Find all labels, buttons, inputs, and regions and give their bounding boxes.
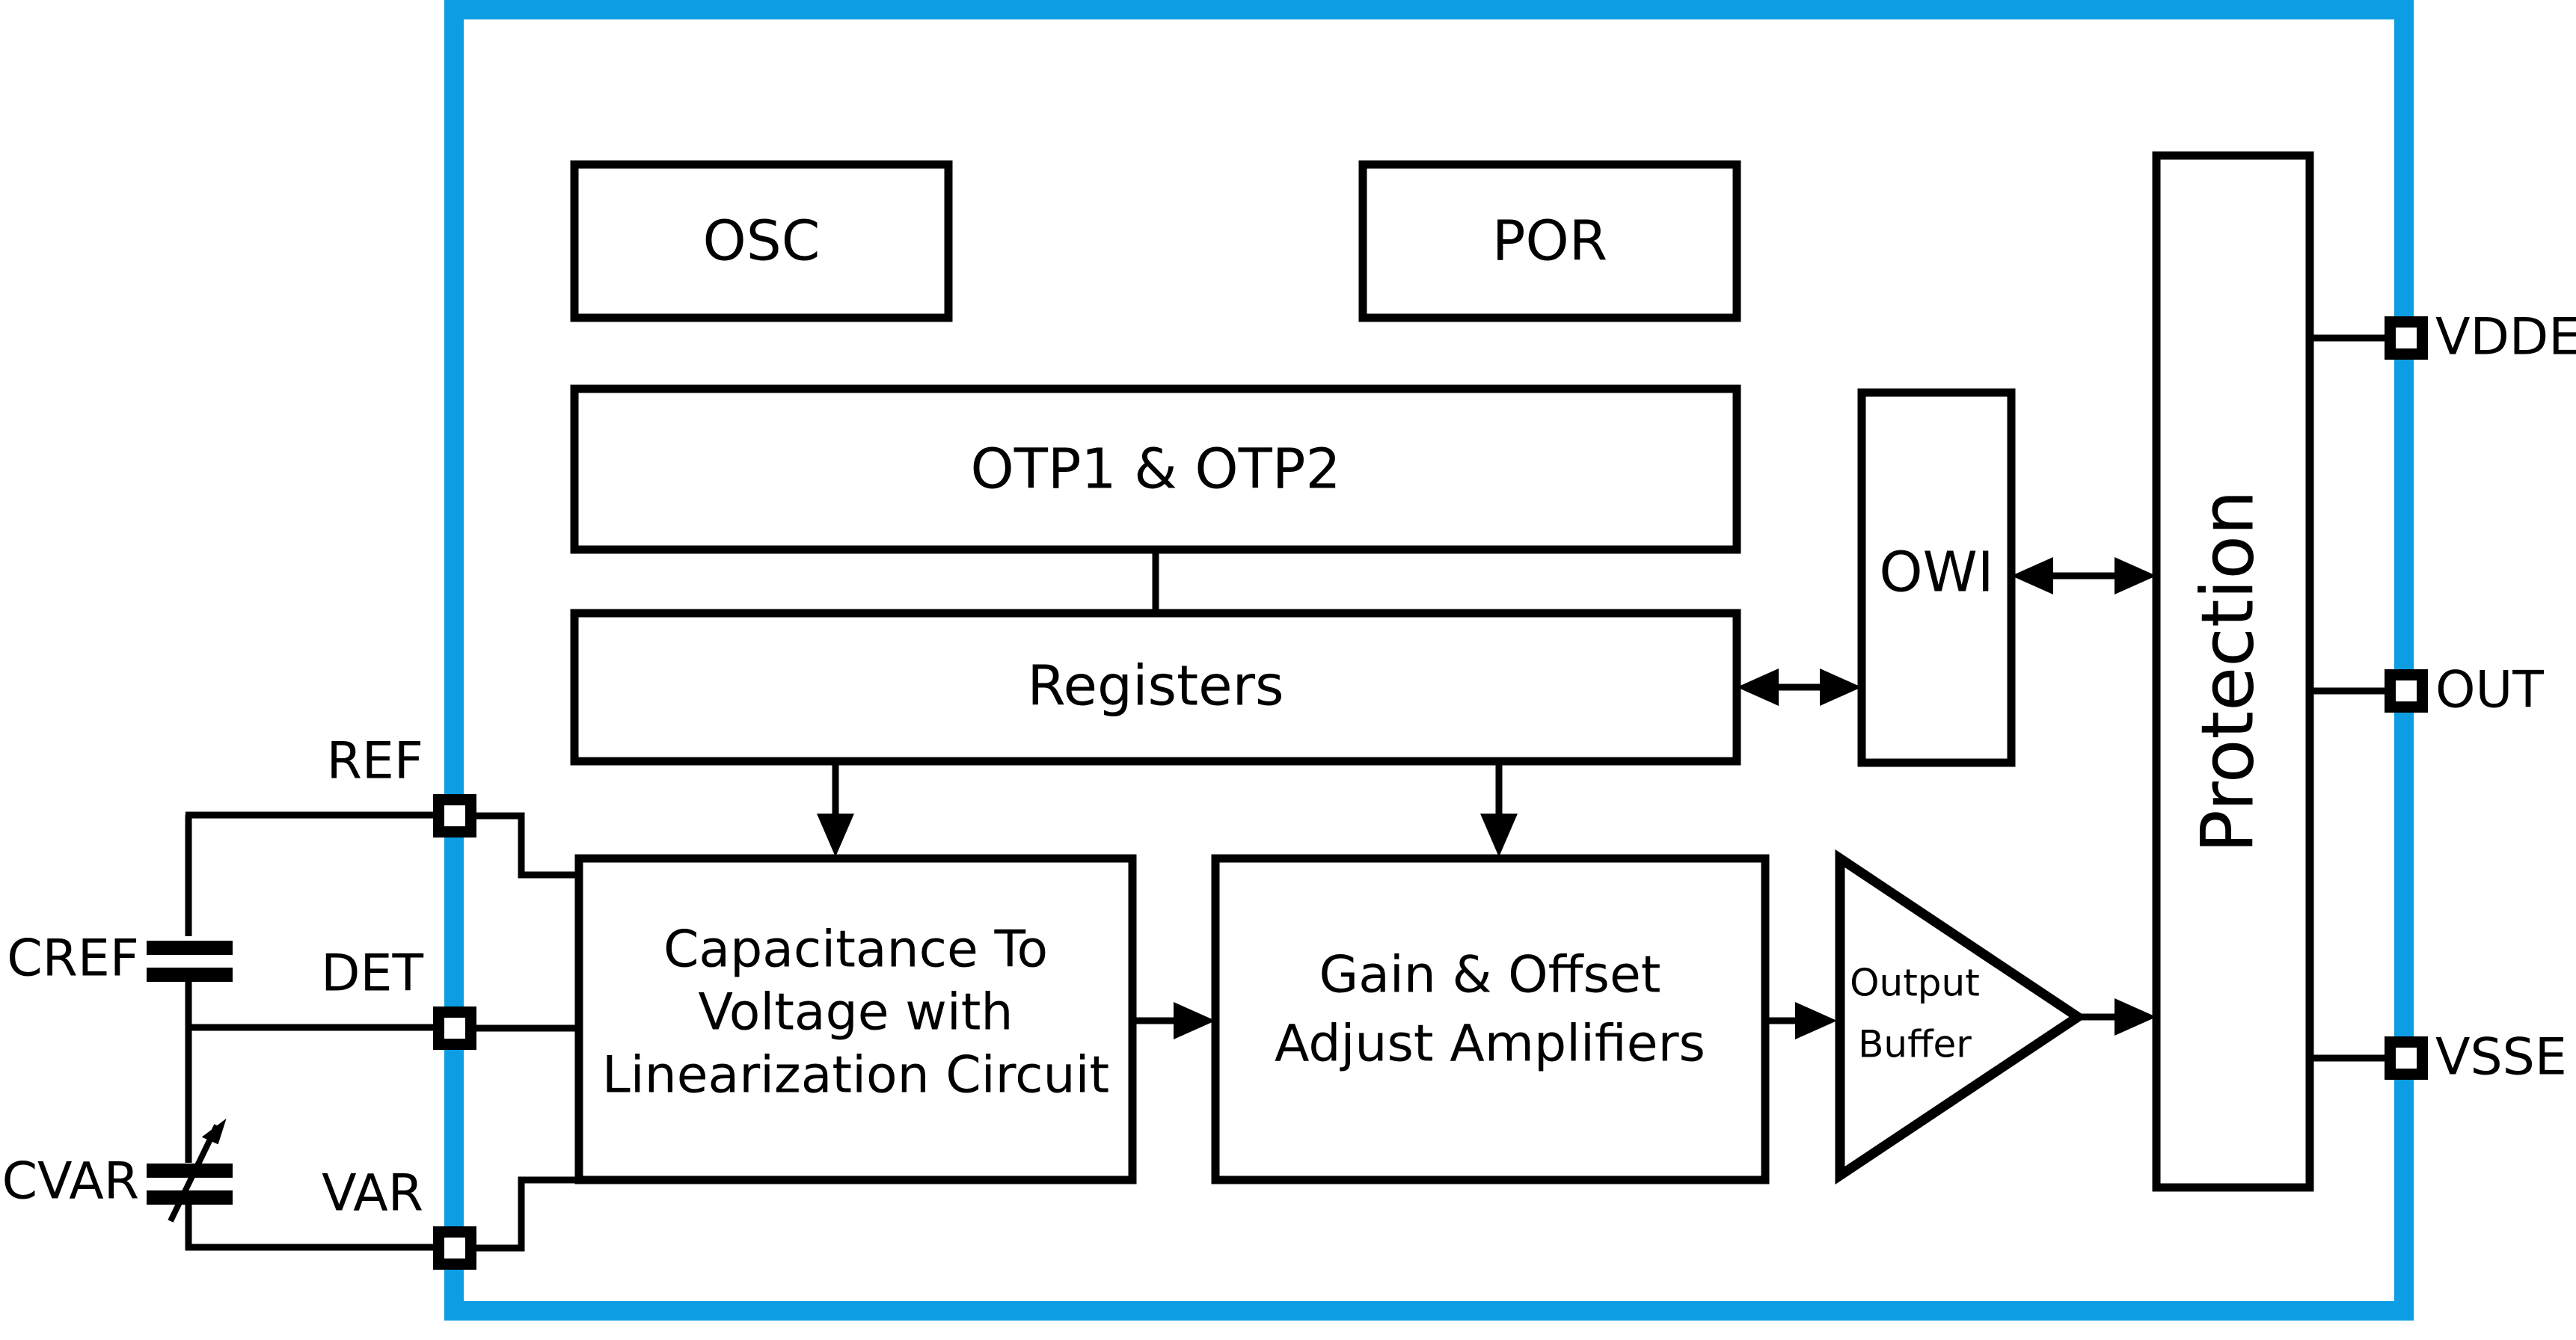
block-output-buffer-triangle[interactable] — [1835, 849, 2087, 1185]
block-owi[interactable]: OWI — [1857, 388, 2016, 767]
external-capacitor-network: CREF CVAR — [2, 811, 449, 1251]
block-osc[interactable]: OSC — [570, 160, 953, 322]
arrow-gain-to-buffer — [1765, 1002, 1837, 1039]
wire-var-route — [476, 1176, 579, 1252]
block-output-buffer[interactable]: Output Buffer — [1835, 849, 2087, 1185]
pin-vsse-label: VSSE — [2435, 1028, 2567, 1087]
block-protection-rect[interactable] — [2152, 151, 2314, 1192]
pin-var-label: VAR — [322, 1164, 423, 1223]
arrow-registers-owi-head-left — [1737, 669, 1779, 706]
arrow-buffer-to-protection — [2078, 998, 2156, 1036]
pin-vsse-pad-hole — [2396, 1048, 2417, 1069]
block-por[interactable]: POR — [1358, 160, 1741, 322]
block-owi-label: OWI — [1879, 541, 1993, 605]
block-gain-label-line2: Adjust Amplifiers — [1275, 1015, 1705, 1074]
arrow-c2v-to-gain — [1132, 1002, 1215, 1039]
pin-vdde[interactable]: VDDE — [2310, 308, 2576, 367]
pin-ref-pad-hole — [444, 805, 465, 826]
block-otp[interactable]: OTP1 & OTP2 — [570, 384, 1741, 554]
pin-vsse[interactable]: VSSE — [2310, 1028, 2567, 1087]
block-osc-rect[interactable] — [570, 160, 953, 322]
block-otp-label: OTP1 & OTP2 — [970, 437, 1340, 502]
pin-var[interactable]: VAR — [322, 1164, 476, 1270]
block-c2v-label-line1: Capacitance To — [663, 921, 1048, 980]
pin-vdde-pad-hole — [2396, 328, 2417, 348]
arrow-registers-c2v-head — [817, 814, 854, 857]
block-registers-rect[interactable] — [570, 609, 1741, 766]
block-gain-rect[interactable] — [1211, 854, 1770, 1184]
cvar-plate-bottom — [147, 1190, 233, 1205]
pin-vdde-label: VDDE — [2435, 308, 2576, 367]
chip-boundary — [444, 0, 2414, 1321]
block-registers-label: Registers — [1027, 654, 1284, 719]
block-protection-label: Protection — [2186, 490, 2269, 853]
block-output-buffer-label-line2: Buffer — [1858, 1023, 1972, 1066]
cref-label: CREF — [7, 929, 139, 989]
block-c2v-label-line2: Voltage with — [699, 983, 1013, 1042]
block-c2v-rect[interactable] — [574, 854, 1137, 1184]
block-otp-rect[interactable] — [570, 384, 1741, 554]
arrow-registers-owi-head-right — [1820, 669, 1862, 706]
arrow-registers-gain-head — [1480, 814, 1518, 857]
pin-ref-label: REF — [327, 732, 423, 791]
arrow-gain-buffer-head — [1795, 1002, 1837, 1039]
arrow-c2v-gain-head — [1174, 1002, 1215, 1039]
wires-pins-to-c2v — [476, 812, 579, 1252]
block-owi-rect[interactable] — [1857, 388, 2016, 767]
block-gain-label-line1: Gain & Offset — [1319, 946, 1661, 1005]
arrow-owi-protection-head-left — [2011, 557, 2053, 594]
pin-ref[interactable]: REF — [327, 732, 476, 838]
cvar-plate-top — [147, 1164, 233, 1178]
arrow-registers-to-c2v — [817, 761, 854, 857]
block-c2v-label-line3: Linearization Circuit — [602, 1046, 1109, 1105]
block-por-label: POR — [1492, 209, 1607, 274]
pin-out-pad-hole — [2396, 680, 2417, 701]
pin-det[interactable]: DET — [321, 944, 476, 1050]
pin-out[interactable]: OUT — [2310, 661, 2544, 720]
pin-det-label: DET — [321, 944, 423, 1004]
cref-plate-top — [147, 941, 233, 955]
arrow-registers-owi — [1737, 669, 1862, 706]
arrow-owi-protection-head-right — [2115, 557, 2156, 594]
pin-out-label: OUT — [2435, 661, 2544, 720]
block-capacitance-to-voltage[interactable]: Capacitance To Voltage with Linearizatio… — [574, 854, 1137, 1184]
block-registers[interactable]: Registers — [570, 609, 1741, 766]
cvar-variability-arrow — [168, 1118, 227, 1223]
arrow-owi-protection — [2011, 557, 2156, 594]
wire-ref-route — [476, 812, 579, 879]
block-protection[interactable]: Protection — [2152, 151, 2314, 1192]
cref-plate-bottom — [147, 968, 233, 982]
chip-boundary-rect — [444, 0, 2414, 1321]
block-por-rect[interactable] — [1358, 160, 1741, 322]
block-gain-offset[interactable]: Gain & Offset Adjust Amplifiers — [1211, 854, 1770, 1184]
cvar-label: CVAR — [2, 1152, 139, 1211]
pin-var-pad-hole — [444, 1238, 465, 1258]
block-osc-label: OSC — [703, 209, 821, 274]
block-output-buffer-label-line1: Output — [1850, 962, 1980, 1005]
arrow-buffer-protection-head — [2115, 998, 2156, 1036]
arrow-registers-to-gain — [1480, 761, 1518, 857]
pin-det-pad-hole — [444, 1018, 465, 1039]
